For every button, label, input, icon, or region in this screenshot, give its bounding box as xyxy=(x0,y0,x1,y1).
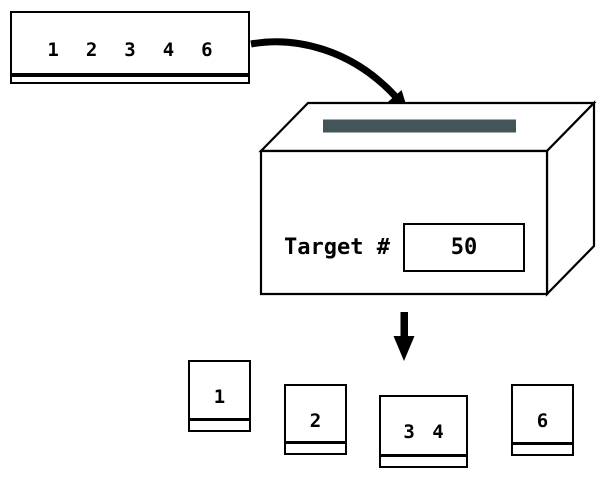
target-value-box: 50 xyxy=(403,223,525,272)
tape-number: 2 xyxy=(85,39,98,61)
output-card-label: 1 xyxy=(213,386,226,408)
card-divider-line xyxy=(513,442,572,445)
output-card-label: 3 4 xyxy=(403,421,444,443)
target-value: 50 xyxy=(450,235,478,260)
down-arrow-icon xyxy=(393,312,415,361)
output-card-label: 2 xyxy=(309,410,322,432)
tape-divider-line xyxy=(12,73,248,77)
machine-slot xyxy=(323,119,516,133)
target-label: Target # xyxy=(284,235,390,260)
output-card-3-4: 3 4 xyxy=(379,395,468,468)
output-card-1: 1 xyxy=(188,360,251,432)
tape-number: 4 xyxy=(162,39,175,61)
input-number-strip: 1 2 3 4 6 xyxy=(10,11,250,84)
card-divider-line xyxy=(286,441,345,444)
output-card-2: 2 xyxy=(284,384,347,455)
tape-number: 3 xyxy=(124,39,136,61)
card-divider-line xyxy=(381,454,466,457)
tape-number: 1 xyxy=(47,39,59,61)
curved-arrow-icon xyxy=(250,38,408,111)
output-card-label: 6 xyxy=(536,410,549,432)
output-card-6: 6 xyxy=(511,384,574,456)
input-number-list: 1 2 3 4 6 xyxy=(12,41,248,60)
tape-number: 6 xyxy=(201,39,213,61)
card-divider-line xyxy=(190,418,249,421)
machine-box xyxy=(258,100,597,297)
